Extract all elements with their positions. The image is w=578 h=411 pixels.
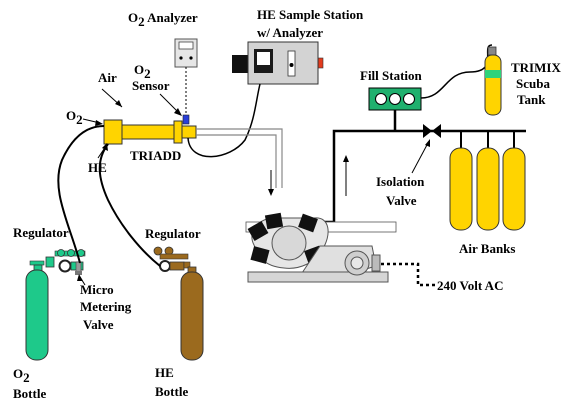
air-banks bbox=[449, 147, 526, 231]
o2-sensor-label-line1: O2 bbox=[134, 62, 151, 81]
air-banks-label: Air Banks bbox=[459, 241, 515, 256]
isolation-valve-label-line2: Valve bbox=[386, 193, 417, 208]
o2-sensor-label-line2: Sensor bbox=[132, 78, 170, 93]
triadd-mixer bbox=[103, 114, 197, 145]
power-label: 240 Volt AC bbox=[437, 278, 503, 293]
triadd-label: TRIADD bbox=[130, 148, 181, 163]
fill-station-panel bbox=[368, 87, 422, 111]
he-inlet-label: HE bbox=[88, 160, 107, 175]
air-label: Air bbox=[98, 70, 117, 85]
micro-valve-label-line3: Valve bbox=[83, 317, 114, 332]
regulator-right-label: Regulator bbox=[145, 226, 201, 241]
trimix-label-line3: Tank bbox=[517, 92, 546, 107]
regulator-left-label: Regulator bbox=[13, 225, 69, 240]
he-regulator bbox=[153, 246, 191, 272]
o2-regulator bbox=[29, 249, 86, 273]
o2-supply-hose bbox=[57, 125, 105, 264]
flow-arrow-up bbox=[343, 155, 349, 162]
he-station-label-line2: w/ Analyzer bbox=[257, 25, 323, 40]
trimix-label-line2: Scuba bbox=[516, 76, 550, 91]
flow-arrow-down bbox=[268, 189, 274, 196]
micro-metering-valve bbox=[75, 261, 82, 275]
trimix-label-line1: TRIMIX bbox=[511, 60, 561, 75]
he-bottle bbox=[180, 266, 204, 361]
he-sample-line bbox=[187, 83, 261, 158]
o2-analyzer-device bbox=[174, 38, 198, 68]
o2-analyzer-label: O2 Analyzer bbox=[128, 10, 198, 29]
o2-bottle-label-line1: O2 bbox=[13, 366, 30, 385]
isolation-valve-label-line1: Isolation bbox=[376, 174, 425, 189]
he-bottle-label-line2: Bottle bbox=[155, 384, 188, 399]
he-supply-hose bbox=[98, 143, 161, 267]
he-sample-station-device bbox=[232, 41, 324, 85]
micro-valve-label-line1: Micro bbox=[80, 282, 114, 297]
power-cable bbox=[381, 262, 437, 287]
fill-station-label: Fill Station bbox=[360, 68, 423, 83]
he-station-label-line1: HE Sample Station bbox=[257, 7, 364, 22]
o2-bottle bbox=[25, 264, 49, 361]
o2-inlet-label: O2 bbox=[66, 108, 83, 127]
he-bottle-label-line1: HE bbox=[155, 365, 174, 380]
mix-outlet-line-outer bbox=[196, 128, 283, 188]
isolation-valve bbox=[423, 124, 441, 138]
mix-outlet-line-inner bbox=[196, 134, 277, 188]
micro-valve-label-line2: Metering bbox=[80, 299, 132, 314]
compressor bbox=[245, 212, 397, 283]
trimix-fill-hose bbox=[420, 44, 493, 99]
trimix-scuba-tank bbox=[484, 46, 502, 116]
o2-bottle-label-line2: Bottle bbox=[13, 386, 46, 401]
